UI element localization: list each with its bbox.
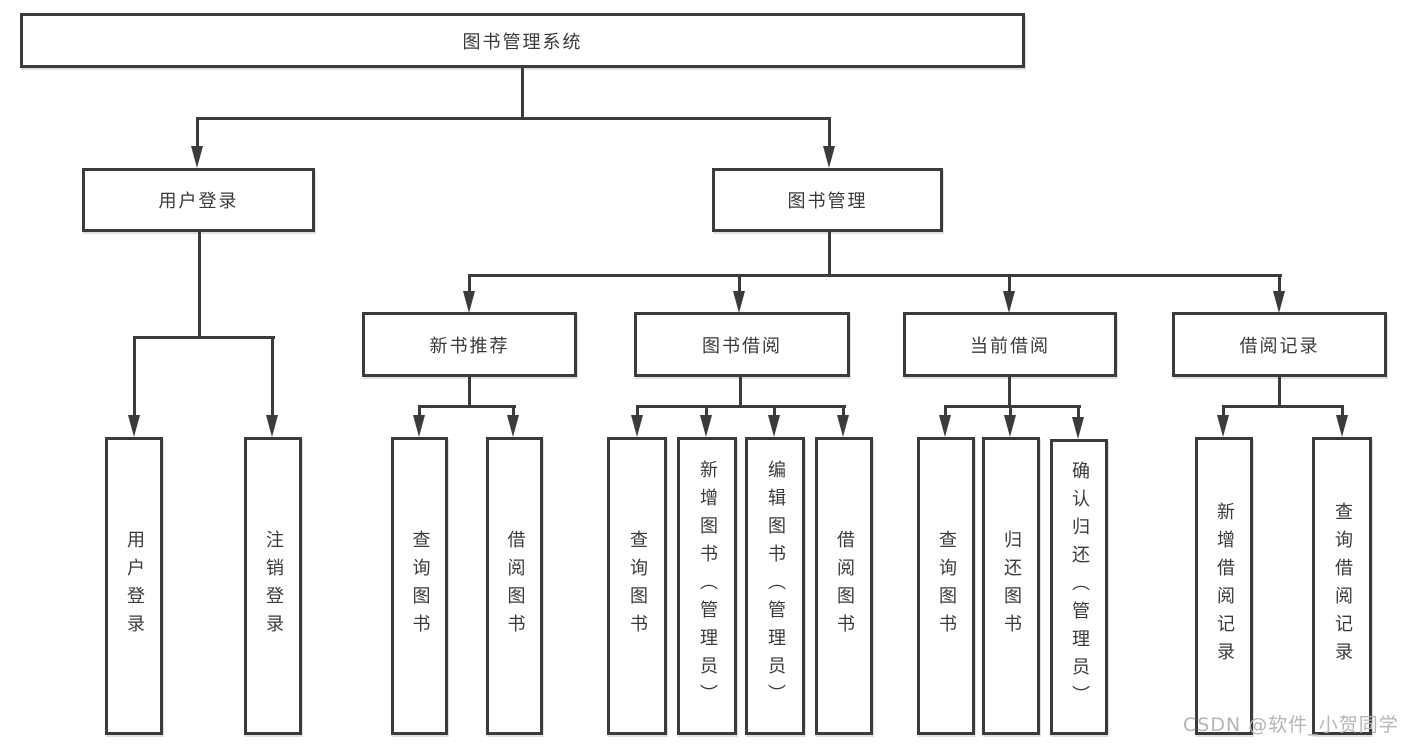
leaf-br-query-record: 查询借阅记录: [1312, 437, 1372, 735]
leaf-bb-edit-book-admin: 编辑图书（管理员）: [745, 437, 805, 735]
edge-root-stem: [521, 66, 524, 119]
edge-user-login-stem: [198, 230, 201, 339]
edge-to-cb-return: [1009, 405, 1012, 419]
arrow-to-leaf-user-login: [128, 415, 140, 437]
edge-to-bb-borrow: [842, 405, 845, 419]
edge-bb-stem: [739, 377, 742, 408]
arrow-to-user-login: [191, 146, 203, 168]
arrow-to-br-query: [1336, 415, 1348, 437]
edge-to-book-borrow: [738, 274, 741, 296]
node-user-login: 用户登录: [82, 168, 315, 232]
arrow-to-book-borrow: [733, 291, 745, 313]
node-new-book-recommend: 新书推荐: [362, 312, 577, 377]
edge-to-book-management: [828, 117, 831, 149]
edge-to-leaf-user-login: [133, 336, 136, 418]
edge-cb-rail: [944, 405, 1081, 408]
node-book-borrow: 图书借阅: [634, 312, 850, 377]
edge-to-br-query: [1341, 405, 1344, 419]
arrow-to-nbr-query: [413, 415, 425, 437]
leaf-bb-add-book-admin-label: 新增图书（管理员）: [697, 460, 718, 712]
edge-cb-stem: [1008, 377, 1011, 408]
arrow-to-br-add: [1217, 415, 1229, 437]
edge-to-bb-query: [636, 405, 639, 419]
edge-to-user-login: [196, 117, 199, 149]
edge-br-rail: [1222, 405, 1344, 408]
node-current-borrow-label: 当前借阅: [970, 335, 1050, 357]
leaf-cb-query-book-label: 查询图书: [936, 530, 957, 642]
edge-root-rail: [196, 117, 831, 120]
leaf-bb-query-book-label: 查询图书: [627, 530, 648, 642]
leaf-nbr-borrow-book: 借阅图书: [486, 437, 543, 735]
leaf-cb-confirm-return-admin-label: 确认归还（管理员）: [1069, 461, 1090, 713]
watermark: CSDN @软件_小贺同学: [1183, 714, 1399, 736]
leaf-user-login: 用户登录: [105, 437, 163, 735]
node-borrow-records-label: 借阅记录: [1239, 335, 1320, 357]
leaf-bb-query-book: 查询图书: [607, 437, 667, 735]
arrow-to-bb-query: [631, 415, 643, 437]
leaf-br-add-record-label: 新增借阅记录: [1214, 502, 1235, 670]
arrow-to-borrow-records: [1273, 291, 1285, 313]
leaf-cb-return-book-label: 归还图书: [1001, 530, 1022, 642]
edge-book-management-rail: [468, 274, 1282, 277]
node-book-management: 图书管理: [712, 168, 943, 232]
leaf-nbr-query-book-label: 查询图书: [409, 530, 431, 642]
edge-to-bb-add: [705, 405, 708, 419]
edge-br-stem: [1278, 377, 1281, 408]
leaf-nbr-query-book: 查询图书: [391, 437, 448, 735]
arrow-to-cb-confirm: [1072, 417, 1084, 439]
leaf-cb-confirm-return-admin: 确认归还（管理员）: [1050, 439, 1108, 735]
leaf-user-login-label: 用户登录: [124, 530, 145, 642]
leaf-bb-add-book-admin: 新增图书（管理员）: [677, 437, 737, 735]
arrow-to-bb-borrow: [837, 415, 849, 437]
arrow-to-cb-query: [939, 415, 951, 437]
arrow-to-cb-return: [1004, 415, 1016, 437]
leaf-cb-query-book: 查询图书: [917, 437, 975, 735]
edge-to-leaf-logout: [271, 336, 274, 418]
node-current-borrow: 当前借阅: [903, 312, 1117, 377]
arrow-to-nbr-borrow: [507, 415, 519, 437]
edge-to-br-add: [1222, 405, 1225, 419]
edge-to-nbr-query: [418, 405, 421, 419]
leaf-bb-borrow-book: 借阅图书: [815, 437, 873, 735]
leaf-logout-label: 注销登录: [263, 530, 284, 642]
arrow-to-book-management: [823, 146, 835, 168]
edge-to-nbr-borrow: [512, 405, 515, 419]
edge-bb-rail: [636, 405, 846, 408]
leaf-br-query-record-label: 查询借阅记录: [1332, 502, 1353, 670]
edge-to-new-book-recommend: [468, 274, 471, 296]
arrow-to-bb-add: [700, 415, 712, 437]
edge-user-login-rail: [133, 336, 275, 339]
node-user-login-label: 用户登录: [158, 191, 239, 212]
leaf-nbr-borrow-book-label: 借阅图书: [504, 530, 526, 642]
edge-book-management-stem: [828, 230, 831, 277]
edge-to-bb-edit: [773, 405, 776, 419]
leaf-bb-borrow-book-label: 借阅图书: [834, 530, 855, 642]
node-root: 图书管理系统: [20, 13, 1025, 68]
edge-to-cb-confirm: [1077, 405, 1080, 419]
leaf-bb-edit-book-admin-label: 编辑图书（管理员）: [765, 460, 786, 712]
arrow-to-leaf-logout: [266, 415, 278, 437]
arrow-to-current-borrow: [1003, 291, 1015, 313]
edge-to-borrow-records: [1278, 274, 1281, 296]
node-book-management-label: 图书管理: [787, 191, 868, 212]
arrow-to-bb-edit: [768, 415, 780, 437]
edge-to-cb-query: [944, 405, 947, 419]
node-book-borrow-label: 图书借阅: [702, 335, 782, 357]
leaf-logout: 注销登录: [244, 437, 302, 735]
node-new-book-recommend-label: 新书推荐: [429, 335, 510, 357]
edge-nbr-rail: [418, 405, 516, 408]
node-root-label: 图书管理系统: [462, 31, 583, 53]
edge-nbr-stem: [468, 377, 471, 408]
leaf-cb-return-book: 归还图书: [982, 437, 1040, 735]
edge-to-current-borrow: [1008, 274, 1011, 296]
leaf-br-add-record: 新增借阅记录: [1195, 437, 1253, 735]
arrow-to-new-book-recommend: [463, 291, 475, 313]
node-borrow-records: 借阅记录: [1172, 312, 1387, 377]
